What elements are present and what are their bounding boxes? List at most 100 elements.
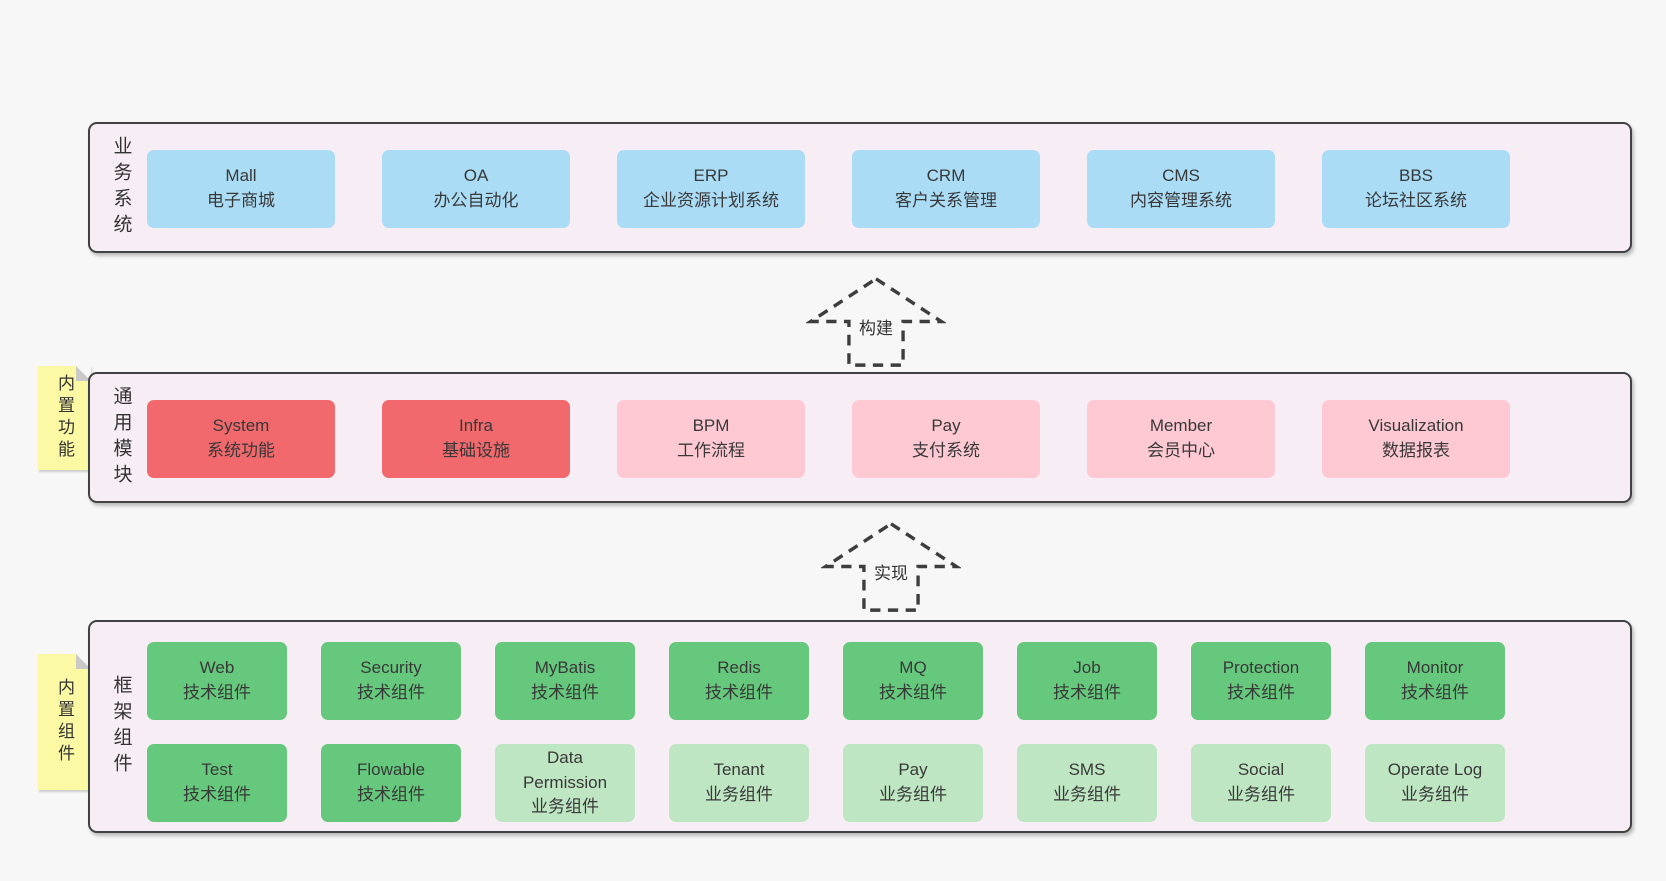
box-title: MyBatis: [534, 658, 596, 678]
box-bbs: BBS 论坛社区系统: [1322, 150, 1510, 228]
layer-label-modules: 通用模块: [110, 385, 132, 490]
box-subtitle: 业务组件: [1401, 785, 1469, 804]
box-title: Job: [1073, 658, 1101, 678]
box-subtitle: 业务组件: [531, 797, 599, 817]
box-member: Member 会员中心: [1087, 400, 1275, 478]
box-title: Monitor: [1406, 658, 1464, 678]
box-test: Test 技术组件: [147, 744, 287, 822]
box-subtitle: 业务组件: [879, 785, 947, 804]
box-subtitle: 系统功能: [207, 441, 275, 460]
box-subtitle: 业务组件: [1053, 785, 1121, 804]
box-subtitle: 技术组件: [705, 683, 773, 702]
box-subtitle: 技术组件: [879, 683, 947, 702]
implement-arrow-label: 实现: [871, 558, 911, 585]
component-box-row-2: Test 技术组件 Flowable 技术组件 Data Permission …: [147, 744, 1505, 822]
box-social: Social 业务组件: [1191, 744, 1331, 822]
sticky-label: 内置功能: [55, 374, 74, 462]
business-box-row: Mall 电子商城 OA 办公自动化 ERP 企业资源计划系统 CRM 客户关系…: [147, 150, 1510, 228]
box-subtitle: 技术组件: [183, 785, 251, 804]
box-title: Social: [1237, 760, 1285, 780]
box-subtitle: 技术组件: [357, 683, 425, 702]
box-title: Visualization: [1368, 416, 1464, 436]
box-security: Security 技术组件: [321, 642, 461, 720]
box-subtitle: 业务组件: [705, 785, 773, 804]
box-subtitle: 电子商城: [207, 191, 275, 210]
box-subtitle: 技术组件: [1053, 683, 1121, 702]
box-title: BBS: [1398, 166, 1434, 186]
box-monitor: Monitor 技术组件: [1365, 642, 1505, 720]
box-mall: Mall 电子商城: [147, 150, 335, 228]
box-title: Protection: [1222, 658, 1300, 678]
box-cms: CMS 内容管理系统: [1087, 150, 1275, 228]
box-sms: SMS 业务组件: [1017, 744, 1157, 822]
box-subtitle: 技术组件: [1227, 683, 1295, 702]
box-subtitle: 论坛社区系统: [1365, 191, 1467, 210]
box-title: MQ: [899, 658, 927, 678]
box-operate-log: Operate Log 业务组件: [1365, 744, 1505, 822]
box-system: System 系统功能: [147, 400, 335, 478]
box-subtitle: 客户关系管理: [895, 191, 997, 210]
box-mybatis: MyBatis 技术组件: [495, 642, 635, 720]
box-subtitle: 业务组件: [1227, 785, 1295, 804]
box-title: Flowable: [356, 760, 426, 780]
box-title: Mall: [225, 166, 257, 186]
box-bpm: BPM 工作流程: [617, 400, 805, 478]
layer-label-components: 框架组件: [110, 674, 132, 779]
box-subtitle: 企业资源计划系统: [643, 191, 779, 210]
box-title: Data Permission: [522, 748, 608, 792]
box-title: System: [212, 416, 270, 436]
box-protection: Protection 技术组件: [1191, 642, 1331, 720]
sticky-note-built-in-features: 内置功能: [38, 366, 91, 470]
box-mq: MQ 技术组件: [843, 642, 983, 720]
box-erp: ERP 企业资源计划系统: [617, 150, 805, 228]
box-title: Infra: [458, 416, 494, 436]
box-subtitle: 技术组件: [1401, 683, 1469, 702]
layer-framework-components: 框架组件 Web 技术组件 Security 技术组件 MyBatis 技术组件…: [88, 620, 1632, 833]
box-title: SMS: [1068, 760, 1106, 780]
box-flowable: Flowable 技术组件: [321, 744, 461, 822]
box-redis: Redis 技术组件: [669, 642, 809, 720]
layer-common-modules: 通用模块 System 系统功能 Infra 基础设施 BPM 工作流程 Pay…: [88, 372, 1632, 503]
box-title: Pay: [931, 416, 961, 436]
folded-corner-icon: [76, 366, 91, 381]
box-title: Redis: [717, 658, 761, 678]
implement-arrow: 实现: [821, 518, 961, 615]
layer-business-systems: 业务系统 Mall 电子商城 OA 办公自动化 ERP 企业资源计划系统 CRM…: [88, 122, 1632, 253]
box-web: Web 技术组件: [147, 642, 287, 720]
box-title: Security: [360, 658, 422, 678]
box-crm: CRM 客户关系管理: [852, 150, 1040, 228]
box-subtitle: 支付系统: [912, 441, 980, 460]
box-subtitle: 工作流程: [677, 441, 745, 460]
box-title: BPM: [692, 416, 730, 436]
box-title: Test: [201, 760, 233, 780]
box-title: Pay: [898, 760, 928, 780]
module-box-row: System 系统功能 Infra 基础设施 BPM 工作流程 Pay 支付系统…: [147, 400, 1510, 478]
folded-corner-icon: [76, 654, 91, 669]
box-title: CRM: [926, 166, 966, 186]
box-subtitle: 会员中心: [1147, 441, 1215, 460]
sticky-note-built-in-components: 内置组件: [38, 654, 91, 790]
box-subtitle: 数据报表: [1382, 441, 1450, 460]
box-subtitle: 技术组件: [357, 785, 425, 804]
box-job: Job 技术组件: [1017, 642, 1157, 720]
box-title: Web: [199, 658, 235, 678]
build-arrow-label: 构建: [856, 313, 896, 340]
box-subtitle: 办公自动化: [433, 191, 519, 210]
box-title: CMS: [1162, 166, 1200, 186]
box-subtitle: 内容管理系统: [1130, 191, 1232, 210]
box-tenant: Tenant 业务组件: [669, 744, 809, 822]
box-title: Member: [1149, 416, 1213, 436]
box-infra: Infra 基础设施: [382, 400, 570, 478]
box-title: OA: [463, 166, 489, 186]
box-subtitle: 技术组件: [531, 683, 599, 702]
box-pay-component: Pay 业务组件: [843, 744, 983, 822]
component-box-row-1: Web 技术组件 Security 技术组件 MyBatis 技术组件 Redi…: [147, 642, 1505, 720]
box-oa: OA 办公自动化: [382, 150, 570, 228]
box-title: ERP: [693, 166, 729, 186]
box-data-permission: Data Permission 业务组件: [495, 744, 635, 822]
build-arrow: 构建: [806, 273, 946, 370]
layer-label-business: 业务系统: [110, 135, 132, 240]
sticky-label: 内置组件: [55, 678, 74, 766]
box-pay-module: Pay 支付系统: [852, 400, 1040, 478]
